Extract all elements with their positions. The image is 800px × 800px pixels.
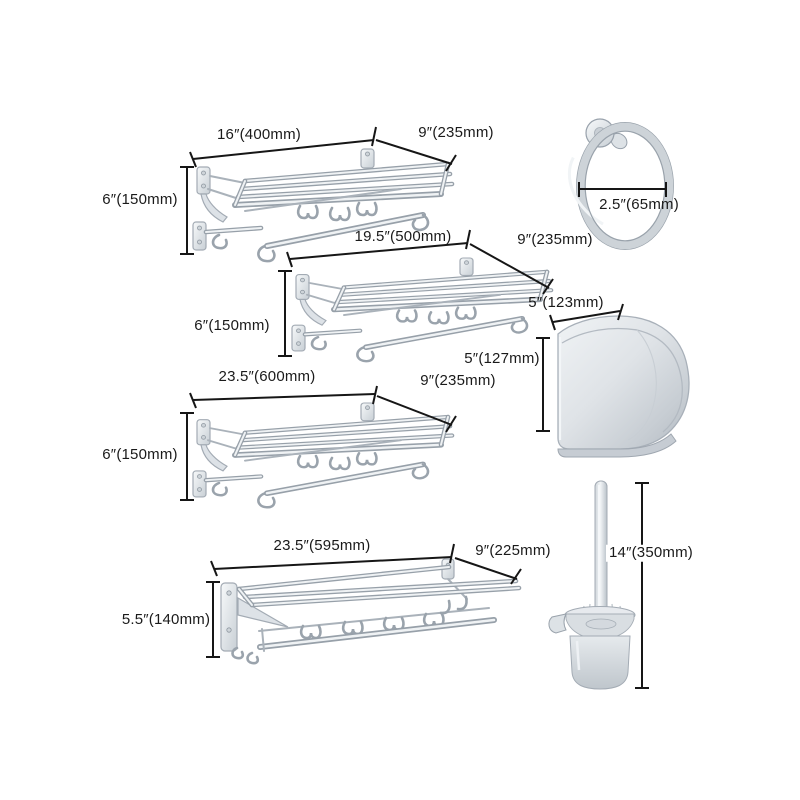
towel-ring-diameter-label: 2.5″(65mm) — [599, 195, 679, 213]
toilet-paper-holder-illustration — [557, 315, 690, 458]
towel-rack-600-height-label: 6″(150mm) — [102, 445, 178, 463]
towel-rack-400-width-label: 16″(400mm) — [216, 125, 302, 143]
towel-rack-400-height-label: 6″(150mm) — [102, 190, 178, 208]
toilet-brush-dimension-lines — [635, 482, 649, 689]
towel-rack-500-dimension-lines — [278, 229, 554, 357]
towel-rack-400-depth-label: 9″(235mm) — [418, 123, 494, 141]
towel-rack-595-dimension-lines — [206, 543, 522, 658]
towel-rack-595-depth-label: 9″(225mm) — [475, 541, 551, 559]
toilet-brush-height-label: 14″(350mm) — [605, 544, 697, 562]
towel-rack-500-width-label: 19.5″(500mm) — [354, 227, 452, 245]
toilet-paper-holder-height-label: 5″(127mm) — [464, 349, 540, 367]
toilet-brush-illustration — [548, 480, 636, 690]
towel-rack-595-height-label: 5.5″(140mm) — [121, 610, 211, 628]
towel-rack-600-depth-label: 9″(235mm) — [420, 371, 496, 389]
towel-rack-600-width-label: 23.5″(600mm) — [218, 367, 316, 385]
towel-rack-500-depth-label: 9″(235mm) — [517, 230, 593, 248]
towel-rack-600-illustration — [193, 403, 452, 507]
towel-ring-dimension-lines — [578, 182, 667, 197]
towel-rack-400-dimension-lines — [180, 126, 457, 255]
towel-rack-595-illustration — [220, 558, 522, 665]
towel-rack-595-width-label: 23.5″(595mm) — [273, 536, 371, 554]
toilet-paper-holder-dimension-lines — [536, 303, 624, 432]
towel-ring-illustration — [567, 118, 683, 250]
toilet-paper-holder-width-label: 5″(123mm) — [528, 293, 604, 311]
towel-rack-500-illustration — [292, 258, 551, 361]
towel-rack-500-height-label: 6″(150mm) — [194, 316, 270, 334]
towel-rack-600-dimension-lines — [180, 385, 457, 501]
